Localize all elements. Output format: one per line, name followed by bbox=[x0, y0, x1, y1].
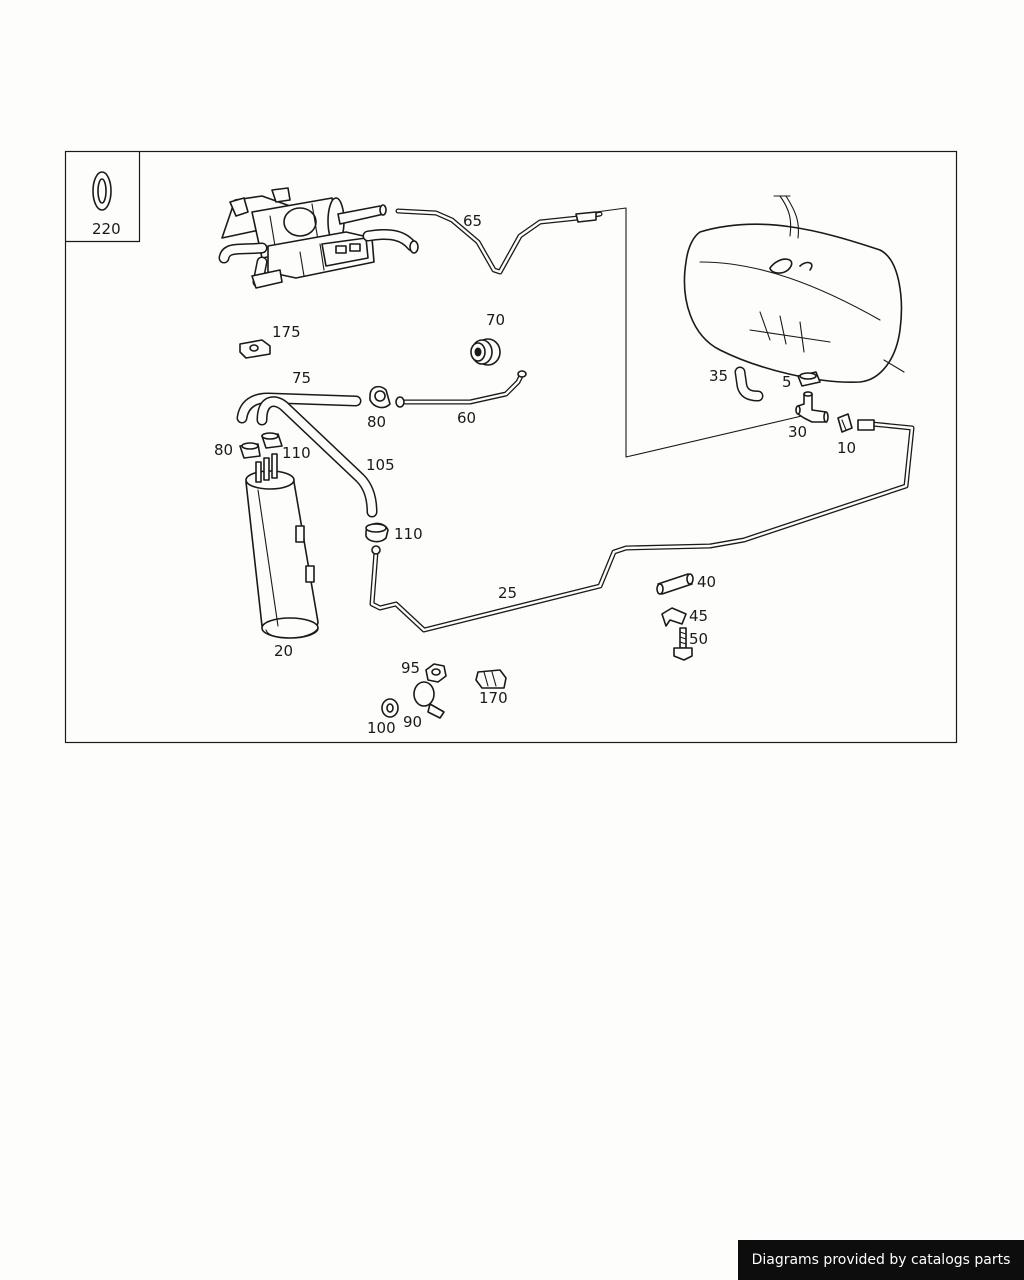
callout-45: 45 bbox=[689, 607, 708, 625]
hose-60 bbox=[395, 370, 527, 408]
fuel-line-65 bbox=[395, 208, 603, 275]
fuel-line-25 bbox=[369, 419, 915, 633]
clip-5-part bbox=[797, 371, 821, 387]
grommet-220-part bbox=[92, 171, 112, 211]
nut-95-part bbox=[425, 663, 447, 683]
clip-45-part bbox=[661, 607, 687, 627]
washer-100-part bbox=[381, 698, 399, 718]
callout-100: 100 bbox=[367, 719, 396, 737]
callout-40: 40 bbox=[697, 573, 716, 591]
mount-175-part bbox=[239, 339, 271, 359]
callout-65: 65 bbox=[463, 212, 482, 230]
callout-90: 90 bbox=[403, 713, 422, 731]
leader-frame-line bbox=[595, 207, 807, 458]
footer-credit-badge: Diagrams provided by catalogs parts bbox=[738, 1240, 1024, 1280]
callout-80-upper: 80 bbox=[367, 413, 386, 431]
callout-110-upper: 110 bbox=[282, 444, 311, 462]
screw-50-part bbox=[673, 627, 693, 661]
callout-5: 5 bbox=[782, 373, 792, 391]
callout-220: 220 bbox=[92, 220, 121, 238]
clamp-110-upper-part bbox=[261, 432, 283, 449]
grommet-70-part bbox=[470, 338, 501, 366]
tee-connector-30 bbox=[795, 391, 829, 423]
callout-60: 60 bbox=[457, 409, 476, 427]
pipe-clamp-90-part bbox=[413, 681, 445, 719]
callout-75: 75 bbox=[292, 369, 311, 387]
callout-30: 30 bbox=[788, 423, 807, 441]
clamp-10-part bbox=[837, 413, 853, 433]
callout-25: 25 bbox=[498, 584, 517, 602]
diagram-frame bbox=[64, 150, 958, 744]
callout-95: 95 bbox=[401, 659, 420, 677]
elbow-hose-35 bbox=[734, 366, 764, 402]
callout-10: 10 bbox=[837, 439, 856, 457]
charcoal-canister-20 bbox=[245, 453, 319, 639]
fuel-tank bbox=[683, 195, 905, 383]
fuel-pump-assembly bbox=[218, 187, 419, 289]
callout-105: 105 bbox=[366, 456, 395, 474]
clip-170-part bbox=[475, 669, 507, 689]
callout-170: 170 bbox=[479, 689, 508, 707]
clamp-80-lower-part bbox=[239, 442, 261, 459]
callout-110-lower: 110 bbox=[394, 525, 423, 543]
clamp-110-lower-part bbox=[365, 522, 389, 543]
hose-105 bbox=[256, 396, 378, 518]
callout-35: 35 bbox=[709, 367, 728, 385]
sleeve-40-part bbox=[656, 573, 694, 595]
callout-20: 20 bbox=[274, 642, 293, 660]
inset-box-220 bbox=[65, 151, 141, 243]
callout-50: 50 bbox=[689, 630, 708, 648]
callout-175: 175 bbox=[272, 323, 301, 341]
clamp-80-upper-part bbox=[369, 385, 391, 409]
callout-80-lower: 80 bbox=[214, 441, 233, 459]
callout-70: 70 bbox=[486, 311, 505, 329]
